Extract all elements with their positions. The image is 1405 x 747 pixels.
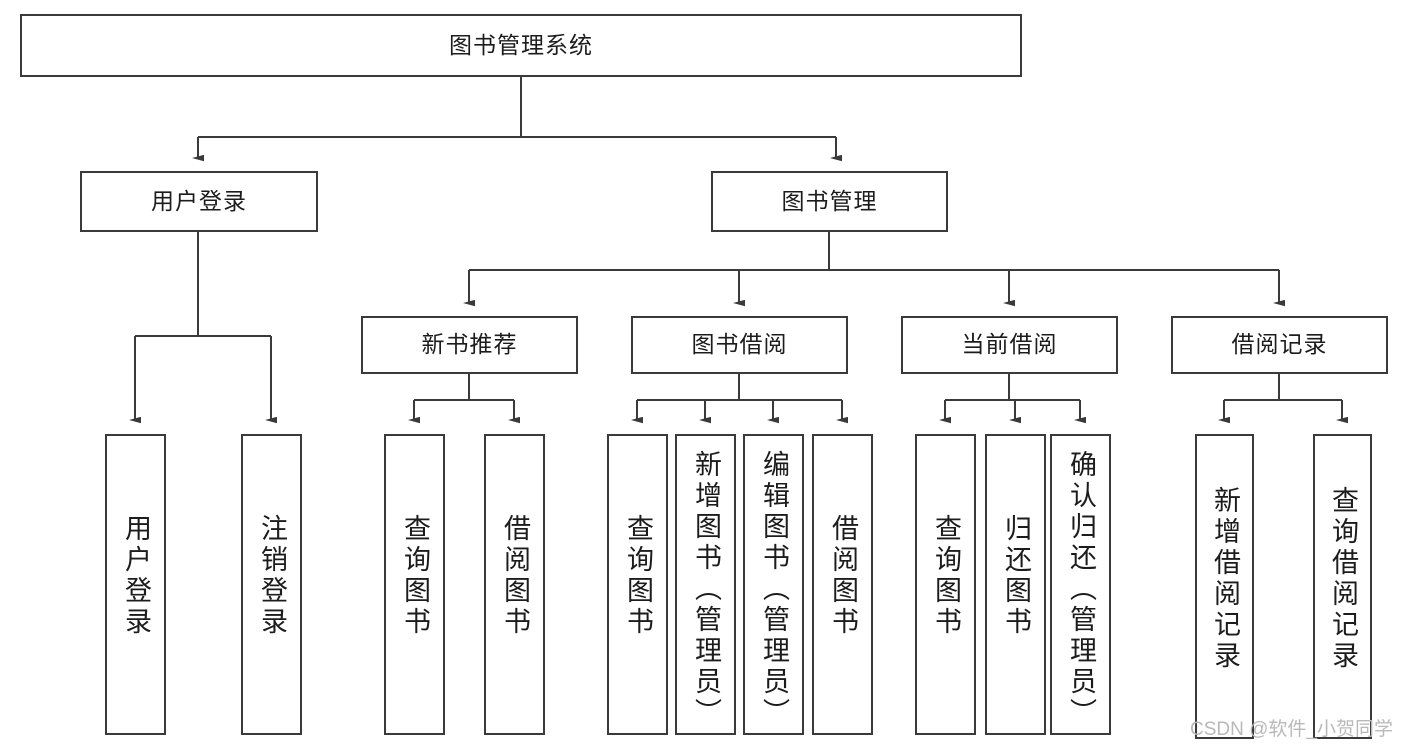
node-label: 新书推荐 [421,331,518,358]
leaf-borrow-book-recommend[interactable]: 借阅图书 [484,434,545,735]
leaf-user-login[interactable]: 用户登录 [105,434,166,735]
node-label: 编辑图书（管理员） [759,450,789,729]
node-label: 查询借阅记录 [1328,486,1358,672]
leaf-add-borrow-record[interactable]: 新增借阅记录 [1195,434,1254,739]
leaf-query-book-borrow[interactable]: 查询图书 [607,434,668,735]
node-label: 借阅记录 [1231,331,1328,358]
node-label: 当前借阅 [961,331,1058,358]
node-borrow-record[interactable]: 借阅记录 [1171,316,1388,374]
node-label: 借阅图书 [500,514,530,638]
node-book-management[interactable]: 图书管理 [711,171,948,232]
leaf-borrow-book[interactable]: 借阅图书 [812,434,873,735]
leaf-edit-book-admin[interactable]: 编辑图书（管理员） [743,434,804,735]
node-user-login[interactable]: 用户登录 [80,171,318,232]
node-label: 查询图书 [400,514,430,638]
node-label: 查询图书 [931,514,961,638]
leaf-confirm-return-admin[interactable]: 确认归还（管理员） [1050,434,1111,735]
leaf-return-book[interactable]: 归还图书 [985,434,1046,735]
node-label: 借阅图书 [828,514,858,638]
leaf-query-book-recommend[interactable]: 查询图书 [384,434,445,735]
node-label: 图书借阅 [691,331,788,358]
leaf-query-borrow-record[interactable]: 查询借阅记录 [1313,434,1372,739]
node-book-borrow[interactable]: 图书借阅 [631,316,848,374]
node-label: 用户登录 [121,514,151,638]
node-label: 查询图书 [623,514,653,638]
node-label: 图书管理系统 [449,31,593,58]
node-current-borrow[interactable]: 当前借阅 [901,316,1118,374]
node-new-book-recommend[interactable]: 新书推荐 [361,316,578,374]
node-label: 用户登录 [151,187,247,214]
leaf-query-book-current[interactable]: 查询图书 [915,434,976,735]
node-label: 归还图书 [1001,514,1031,638]
leaf-add-book-admin[interactable]: 新增图书（管理员） [675,434,736,735]
node-label: 图书管理 [781,187,878,214]
leaf-logout[interactable]: 注销登录 [241,434,302,735]
node-label: 新增图书（管理员） [691,450,721,729]
node-label: 确认归还（管理员） [1066,450,1096,729]
node-label: 新增借阅记录 [1210,486,1240,672]
node-root-book-management-system[interactable]: 图书管理系统 [20,14,1022,77]
node-label: 注销登录 [257,514,287,638]
